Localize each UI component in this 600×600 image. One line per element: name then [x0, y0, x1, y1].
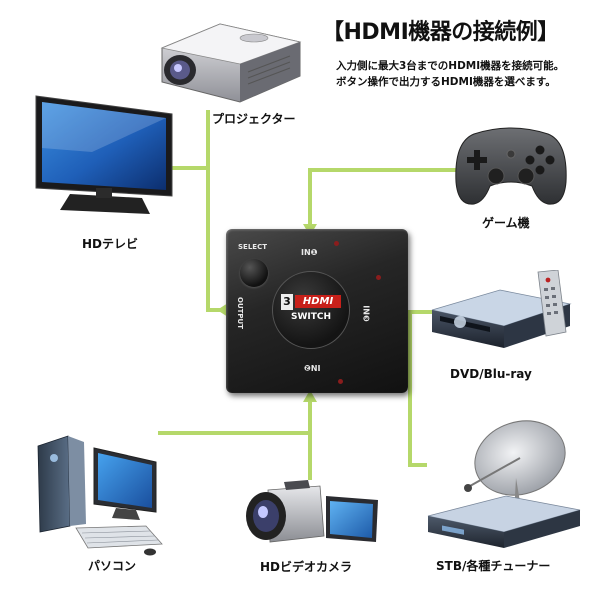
arrow-in2: [303, 390, 317, 402]
label-camcorder: HDビデオカメラ: [260, 560, 353, 574]
led-in2: [338, 379, 343, 384]
satellite-dish-icon: [427, 420, 581, 548]
led-in1: [334, 241, 339, 246]
in1-label: IN❶: [301, 248, 318, 257]
output-label: OUTPUT: [236, 297, 244, 329]
logo-disc: [272, 271, 350, 349]
select-label: SELECT: [238, 243, 267, 251]
dvd-player-icon: [431, 270, 572, 348]
label-hdtv: HDテレビ: [82, 237, 139, 251]
projector-icon: [160, 23, 302, 103]
hdmi-logo: 3 HDMI SWITCH: [281, 294, 341, 324]
label-stb: STB/各種チューナー: [436, 559, 551, 573]
label-dvd: DVD/Blu-ray: [450, 367, 532, 381]
camcorder-icon: [246, 480, 378, 543]
hdtv-icon: [35, 95, 173, 214]
label-pc: パソコン: [88, 559, 137, 573]
pc-icon: [37, 435, 163, 556]
in2-label: IN❷: [304, 363, 321, 372]
game-controller-icon: [455, 127, 567, 205]
led-in3: [376, 275, 381, 280]
port-count: 3: [281, 294, 293, 310]
arrow-output: [217, 303, 228, 317]
remote-control: [537, 270, 567, 337]
switch-label: SWITCH: [290, 312, 332, 322]
select-button[interactable]: [240, 259, 268, 287]
wire-game: [308, 168, 457, 228]
hdmi-badge: HDMI: [295, 295, 341, 308]
description-line-2: ボタン操作で出力するHDMI機器を選べます。: [336, 76, 556, 88]
in3-label: IN❸: [361, 305, 371, 322]
hdmi-switch: SELECT IN❶ IN❷ IN❸ OUTPUT 3 HDMI SWITCH: [226, 229, 408, 393]
description-line-1: 入力側に最大3台までのHDMI機器を接続可能。: [336, 60, 565, 72]
page-title: 【HDMI機器の接続例】: [322, 20, 559, 45]
label-projector: プロジェクター: [212, 112, 296, 126]
wire-projector: [206, 110, 230, 312]
description: 入力側に最大3台までのHDMI機器を接続可能。 ボタン操作で出力するHDMI機器…: [336, 58, 596, 90]
wire-stb: [408, 310, 427, 467]
label-game: ゲーム機: [482, 216, 530, 230]
